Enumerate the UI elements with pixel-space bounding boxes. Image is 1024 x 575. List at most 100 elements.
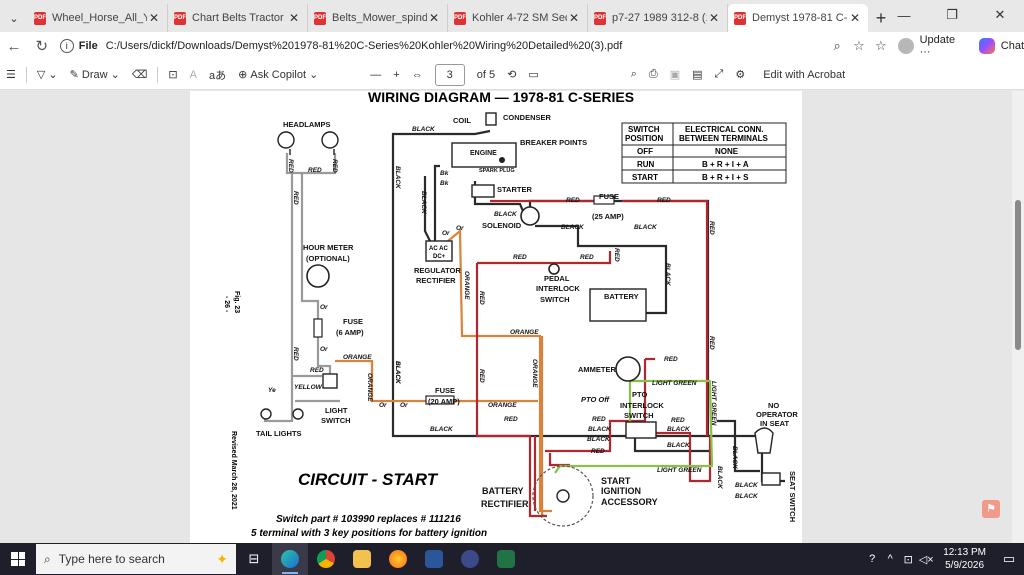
fuse-20a-icon (425, 395, 455, 405)
switch-part-note: Switch part # 103990 replaces # 111216 (276, 514, 461, 525)
excel-icon[interactable] (488, 543, 524, 575)
ask-copilot-label: Ask Copilot (250, 68, 307, 81)
text-size-icon[interactable]: A (189, 68, 197, 81)
draw-button[interactable]: ✎ Draw ⌄ (69, 68, 120, 82)
tab-wheel-horse[interactable]: PDF Wheel_Horse_All_Years_ ✕ (28, 4, 168, 32)
close-icon[interactable]: ✕ (288, 11, 300, 25)
erase-icon[interactable]: ⌫ (131, 69, 148, 81)
tab-belts-mower[interactable]: PDF Belts_Mower_spindle_an ✕ (308, 4, 448, 32)
close-icon[interactable]: ✕ (428, 11, 440, 25)
read-aloud-icon[interactable]: aあ (208, 69, 227, 82)
wire-label-or: Or (442, 230, 450, 237)
tab-actions-menu-icon[interactable]: ⌄ (9, 12, 19, 25)
minimize-icon[interactable]: — (897, 7, 911, 23)
windows-logo-icon (11, 552, 25, 566)
label-condenser: CONDENSER (503, 113, 552, 122)
close-icon[interactable]: ✕ (708, 11, 720, 25)
copilot-chat-button[interactable]: Chat (978, 38, 1024, 54)
divider (157, 66, 159, 83)
tab-demyst-active[interactable]: PDF Demyst 1978-81 C-Serie ✕ (728, 4, 868, 32)
tab-title: Kohler 4-72 SM Section (472, 12, 567, 24)
firefox-icon[interactable] (380, 543, 416, 575)
wire-label-light-green: LIGHT GREEN (657, 467, 702, 474)
dc-plus-label: DC+ (433, 254, 446, 260)
taskbar-search-input[interactable]: ⌕ Type here to search ✦ (36, 544, 236, 574)
edge-browser-icon[interactable] (272, 543, 308, 575)
show-hidden-icons[interactable]: ^ (887, 553, 893, 565)
page-total: of 5 (476, 68, 496, 81)
engine-box (451, 142, 517, 168)
contents-icon[interactable]: ☰ (6, 69, 16, 81)
new-tab-icon[interactable]: + (875, 7, 887, 28)
scrollbar-thumb[interactable] (1015, 200, 1021, 350)
wire-label-or: Or (400, 402, 408, 409)
zoom-out-icon[interactable]: — (370, 68, 382, 81)
fullscreen-icon[interactable]: ⤢ (714, 68, 724, 80)
label-pto-interlock: INTERLOCK (620, 401, 664, 410)
headlamp-left (277, 131, 295, 155)
zoom-icon[interactable]: ⌕ (833, 38, 841, 53)
highlight-icon[interactable]: ▽ ⌄ (36, 69, 58, 81)
tab-p7-27[interactable]: PDF p7-27 1989 312-8 (1).pd ✕ (588, 4, 728, 32)
page-number-input[interactable]: 3 (434, 63, 465, 86)
page-view-icon[interactable]: ▭ (528, 69, 539, 81)
close-icon[interactable]: ✕ (568, 11, 580, 25)
tab-chart-belts[interactable]: PDF Chart Belts Tractor drive ✕ (168, 4, 308, 32)
rotate-icon[interactable]: ⟲ (507, 69, 517, 81)
url-field[interactable]: i File C:/Users/dickf/Downloads/Demyst%2… (59, 34, 816, 58)
task-view-icon[interactable]: ⊟ (248, 551, 260, 566)
word-icon[interactable] (416, 543, 452, 575)
volume-icon[interactable]: ◁× (918, 553, 934, 566)
network-app-icon[interactable] (452, 543, 488, 575)
table-header-position: SWITCH (628, 125, 660, 134)
fit-width-icon[interactable]: ⇔ (411, 68, 423, 81)
profile-avatar[interactable] (897, 38, 914, 54)
favorites-icon[interactable]: ☆ (874, 38, 887, 53)
chrome-icon[interactable] (308, 543, 344, 575)
text-box-icon[interactable]: ⊡ (168, 69, 178, 81)
wire-label-black: BLACK (430, 426, 454, 433)
info-icon[interactable]: i (59, 39, 74, 53)
close-icon[interactable]: ✕ (849, 11, 861, 25)
switch-position-table: SWITCH POSITION ELECTRICAL CONN. BETWEEN… (621, 122, 787, 184)
wire-label-black: BLACK (735, 482, 759, 489)
back-icon[interactable]: ← (6, 37, 22, 55)
network-icon[interactable]: ⊡ (903, 553, 913, 566)
ask-copilot-button[interactable]: ⊕ Ask Copilot ⌄ (238, 68, 319, 82)
file-explorer-icon[interactable] (344, 543, 380, 575)
wire-label-red: RED (478, 369, 485, 383)
print-icon[interactable]: ⎙ (648, 68, 658, 80)
fuse-6a-icon (313, 318, 323, 338)
wire-label-or: Or (456, 225, 464, 232)
update-button[interactable]: Update ··· (919, 34, 956, 58)
favorite-star-icon[interactable]: ☆ (853, 38, 865, 53)
wire-label-red: RED (708, 336, 715, 350)
start-button[interactable] (0, 543, 36, 575)
zoom-in-icon[interactable]: + (393, 68, 400, 81)
restore-icon[interactable]: ❐ (946, 7, 958, 22)
refresh-icon[interactable]: ↻ (35, 38, 49, 55)
settings-gear-icon[interactable]: ⚙ (735, 69, 746, 81)
time: 12:13 PM (943, 547, 986, 558)
url-text: C:/Users/dickf/Downloads/Demyst%201978-8… (105, 40, 623, 52)
wire-label-light-green: LIGHT GREEN (710, 381, 717, 426)
pdf-viewer[interactable]: WIRING DIAGRAM — 1978-81 C-SERIES SWITCH… (0, 91, 1024, 543)
acrobat-icon[interactable]: ⚑ (982, 500, 1000, 518)
notifications-icon[interactable]: ▭ (1002, 551, 1016, 566)
table-cell: B + R + I + S (702, 173, 749, 182)
window-close-icon[interactable]: ✕ (994, 7, 1006, 22)
seat-icon (754, 427, 774, 454)
label-hour-meter: HOUR METER (303, 243, 354, 252)
wire-label-black: BLACK (420, 191, 427, 215)
save-icon[interactable]: ▣ (669, 69, 681, 81)
help-icon[interactable]: ? (869, 553, 876, 565)
tab-kohler[interactable]: PDF Kohler 4-72 SM Section ✕ (448, 4, 588, 32)
clock[interactable]: 12:13 PM 5/9/2026 (943, 546, 986, 572)
search-icon[interactable]: ⌕ (630, 68, 637, 80)
diagram-title: WIRING DIAGRAM — 1978-81 C-SERIES (368, 91, 634, 105)
pdf-file-icon: PDF (34, 11, 46, 25)
edit-with-acrobat-button[interactable]: Edit with Acrobat (763, 68, 846, 81)
close-icon[interactable]: ✕ (148, 11, 160, 25)
save-as-icon[interactable]: ▤ (692, 69, 703, 81)
switch-terminal-note: 5 terminal with 3 key positions for batt… (251, 528, 487, 539)
